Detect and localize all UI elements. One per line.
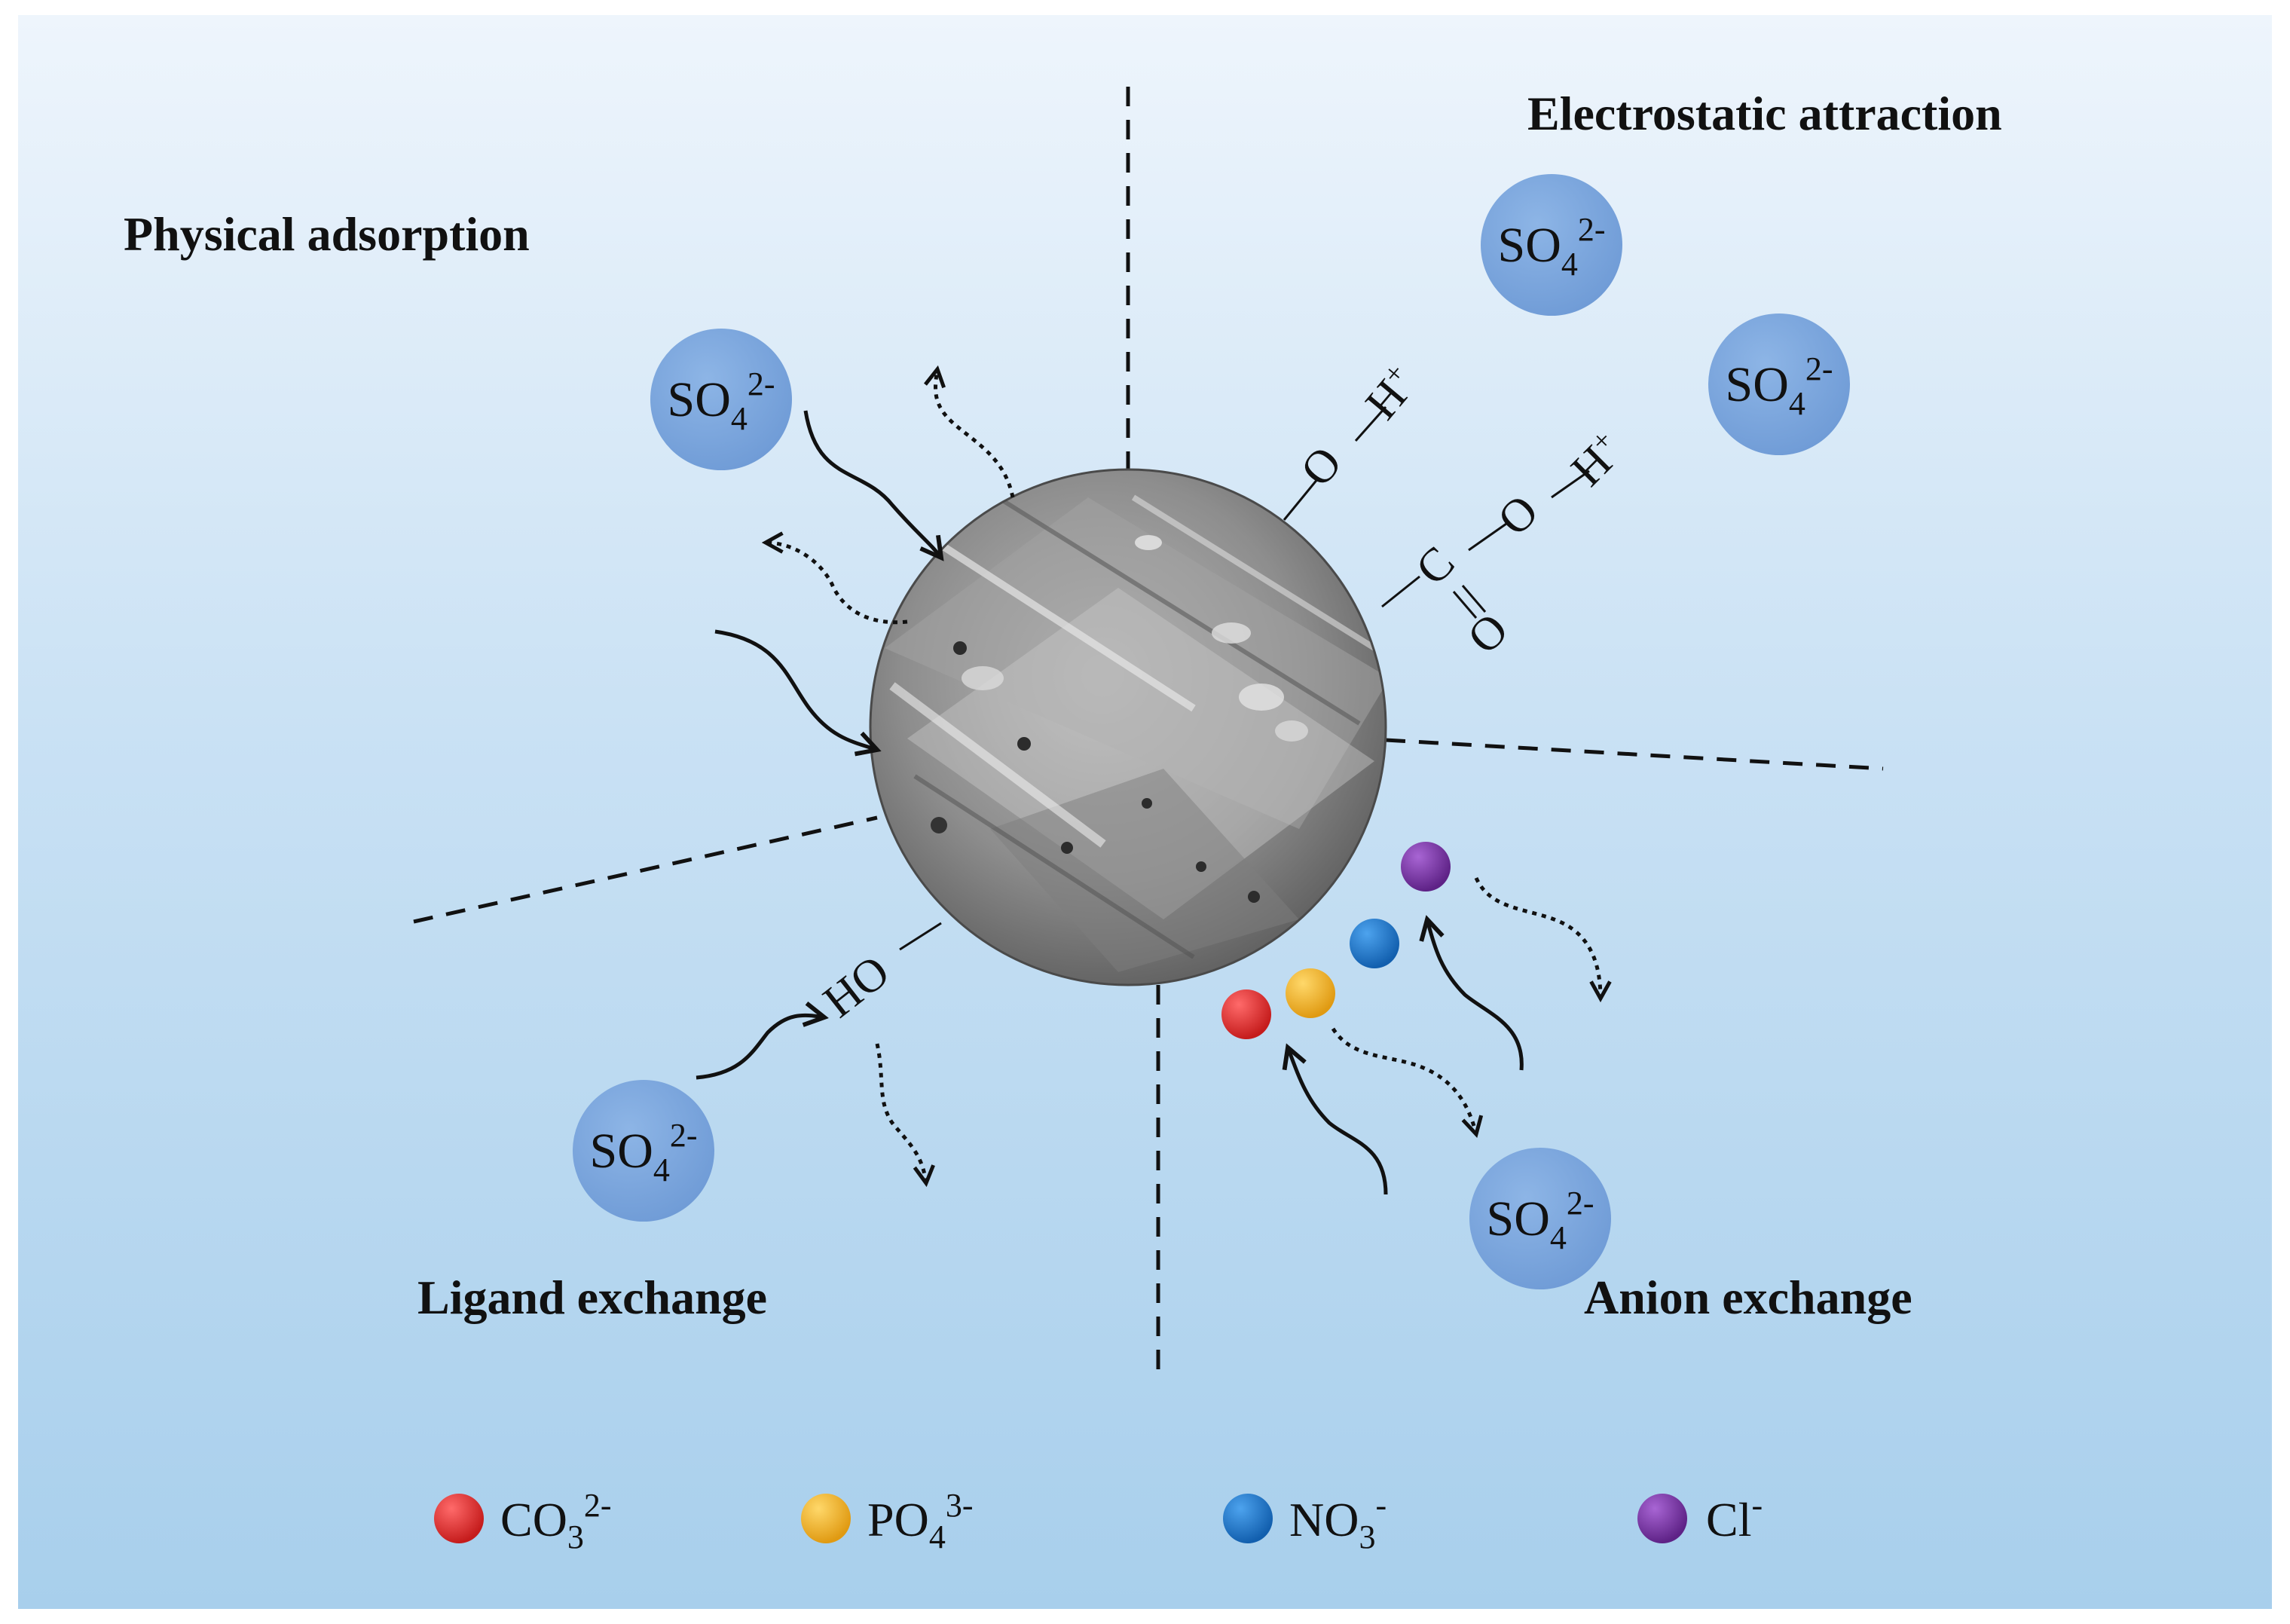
arrow-anion-out-1: [1331, 1027, 1476, 1134]
svg-text:H+: H+: [1561, 424, 1634, 497]
svg-text:SO42-: SO42-: [589, 1117, 697, 1188]
section-title-anion-exchange: Anion exchange: [1584, 1271, 1912, 1324]
sulfate-ion-physical: SO42-: [650, 329, 792, 470]
diagram-canvas: Physical adsorption Electrostatic attrac…: [124, 87, 2002, 1555]
svg-text:CO32-: CO32-: [500, 1487, 612, 1555]
sulfate-ion-anion: SO42-: [1469, 1148, 1611, 1289]
svg-text:SO42-: SO42-: [1497, 211, 1605, 283]
biochar-sem-particle-icon: [869, 468, 1387, 986]
arrow-anion-out-2: [1474, 876, 1601, 999]
arrow-ligand-in: [696, 1015, 824, 1080]
hydroxyl-protonated-group: O H+: [1283, 357, 1427, 521]
chloride-ion: [1401, 842, 1451, 892]
diagram-panel: Physical adsorption Electrostatic attrac…: [18, 15, 2272, 1609]
svg-text:SO42-: SO42-: [667, 365, 775, 437]
carboxyl-protonated-group: C O H+ O: [1381, 424, 1634, 664]
svg-text:SO42-: SO42-: [1725, 350, 1833, 422]
divider-right: [1385, 738, 1884, 771]
sulfate-ion-ligand: SO42-: [573, 1080, 714, 1222]
svg-text:C: C: [1406, 537, 1464, 595]
nitrate-ion: [1350, 919, 1399, 968]
svg-text:PO43-: PO43-: [867, 1487, 973, 1555]
svg-text:SO42-: SO42-: [1486, 1185, 1594, 1256]
sulfate-ion-electrostatic-1: SO42-: [1481, 174, 1622, 316]
arrow-adsorb-1: [803, 410, 941, 558]
legend-item-chloride: Cl-: [1637, 1487, 1763, 1546]
arrow-anion-in-1: [1288, 1047, 1388, 1195]
section-title-physical-adsorption: Physical adsorption: [124, 207, 530, 261]
arrow-adsorb-2: [714, 629, 877, 750]
svg-text:O: O: [1291, 437, 1352, 496]
sulfate-ion-electrostatic-2: SO42-: [1708, 313, 1850, 455]
legend-item-phosphate: PO43-: [801, 1487, 973, 1555]
svg-text:O: O: [1488, 485, 1549, 546]
svg-text:Cl-: Cl-: [1706, 1487, 1763, 1546]
hydroxyl-group: HO: [814, 922, 942, 1028]
legend-item-nitrate: NO3-: [1223, 1487, 1387, 1555]
arrow-desorb-1: [936, 369, 1015, 498]
section-title-ligand-exchange: Ligand exchange: [417, 1271, 767, 1324]
arrow-desorb-2: [766, 543, 908, 625]
legend-item-carbonate: CO32-: [434, 1487, 612, 1555]
divider-left: [413, 815, 878, 924]
arrow-anion-in-2: [1427, 919, 1524, 1071]
legend: CO32- PO43- NO3- Cl-: [434, 1487, 1763, 1555]
section-title-electrostatic-attraction: Electrostatic attraction: [1527, 87, 2002, 140]
svg-text:HO: HO: [814, 946, 898, 1028]
svg-text:O: O: [1458, 604, 1518, 664]
arrow-ligand-out: [875, 1043, 926, 1183]
svg-text:NO3-: NO3-: [1289, 1487, 1387, 1555]
phosphate-ion: [1286, 968, 1335, 1018]
carbonate-ion: [1221, 989, 1271, 1039]
svg-text:H+: H+: [1356, 357, 1427, 429]
